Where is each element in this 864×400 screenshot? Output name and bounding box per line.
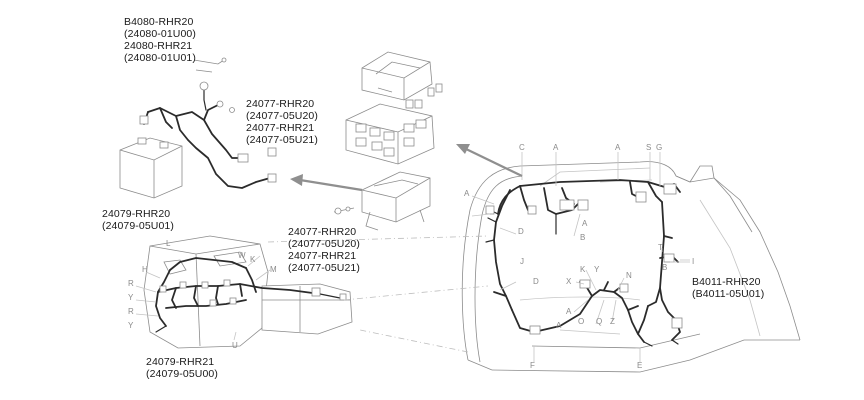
- callout-line: 24077-RHR20: [246, 98, 315, 110]
- connector-letter: T: [658, 243, 663, 252]
- connector-letter: R: [128, 279, 134, 288]
- connector-letter: C: [519, 143, 525, 152]
- connector-letter: Y: [128, 321, 134, 330]
- connector-letter: H: [142, 265, 148, 274]
- connector-letter: K: [250, 255, 256, 264]
- connector-letter: O: [578, 317, 585, 326]
- connector-letter: S: [646, 143, 652, 152]
- connector-letter: A: [582, 219, 588, 228]
- connector-letter: B: [580, 233, 586, 242]
- connector-letter: A: [553, 143, 559, 152]
- callout-line: B4011-RHR20: [692, 276, 761, 288]
- connector-letter: E: [637, 361, 643, 370]
- car-body-outline: [461, 161, 801, 373]
- callout-line: (B4011-05U01): [692, 288, 765, 300]
- connector-letter: K: [580, 265, 586, 274]
- callout-engine-harness-top: 24079-RHR20 (24079-05U01): [102, 208, 174, 232]
- callout-line: (24077-05U20): [288, 238, 360, 250]
- connector-letter: W: [238, 251, 246, 260]
- car-connectors: [485, 183, 683, 335]
- callout-engine-harness-bottom: 24079-RHR21 (24079-05U00): [146, 356, 218, 380]
- battery-assembly: [119, 57, 277, 199]
- connector-letter: Y: [128, 293, 134, 302]
- connector-letter: A: [556, 321, 562, 330]
- callout-line: 24077-RHR21: [246, 122, 315, 134]
- callout-line: (24079-05U01): [102, 220, 174, 232]
- connector-letter: A: [566, 307, 572, 316]
- callout-line: (24080-01U00): [124, 28, 196, 40]
- reference-dash-lines: [267, 235, 489, 353]
- connector-letter: N: [626, 271, 632, 280]
- engine-assembly: [135, 235, 353, 349]
- callout-fuse-box-cable: 24077-RHR20 (24077-05U20) 24077-RHR21 (2…: [246, 98, 318, 146]
- pointer-arrows: [290, 144, 523, 192]
- callout-line: 24079-RHR21: [146, 356, 215, 368]
- callout-line: 24077-RHR20: [288, 226, 357, 238]
- connector-letter: A: [615, 143, 621, 152]
- callout-line: 24080-RHR21: [124, 40, 193, 52]
- callout-line: B4080-RHR20: [124, 16, 194, 28]
- connector-letter: M: [270, 265, 277, 274]
- callout-line: 24077-RHR21: [288, 250, 357, 262]
- connector-letter: X: [566, 277, 572, 286]
- connector-letter: L: [166, 239, 171, 248]
- connector-letter: J: [520, 257, 524, 266]
- callout-line: 24079-RHR20: [102, 208, 171, 220]
- connector-letter: F: [530, 361, 535, 370]
- fuse-box-assembly: [333, 51, 443, 231]
- connector-letter: A: [464, 189, 470, 198]
- callout-line: (24079-05U00): [146, 368, 218, 380]
- connector-letter: B: [662, 263, 668, 272]
- connector-letter: G: [656, 143, 663, 152]
- callout-line: (24077-05U20): [246, 110, 318, 122]
- connector-letter: D: [533, 277, 539, 286]
- connector-letter: U: [232, 341, 238, 350]
- car-leader-lines: [471, 152, 690, 362]
- connector-letter: Q: [596, 317, 603, 326]
- callout-line: (24077-05U21): [246, 134, 318, 146]
- callout-line: (24077-05U21): [288, 262, 360, 274]
- callout-battery-cable: B4080-RHR20 (24080-01U00) 24080-RHR21 (2…: [124, 16, 196, 64]
- connector-letter: Z: [610, 317, 615, 326]
- connector-letter: I: [692, 257, 695, 266]
- callout-line: (24080-01U01): [124, 52, 196, 64]
- callout-engine-harness-mid: 24077-RHR20 (24077-05U20) 24077-RHR21 (2…: [288, 226, 360, 274]
- connector-letter: D: [518, 227, 524, 236]
- connector-letter: Y: [594, 265, 600, 274]
- callout-body-harness: B4011-RHR20 (B4011-05U01): [692, 276, 764, 300]
- connector-letter: R: [128, 307, 134, 316]
